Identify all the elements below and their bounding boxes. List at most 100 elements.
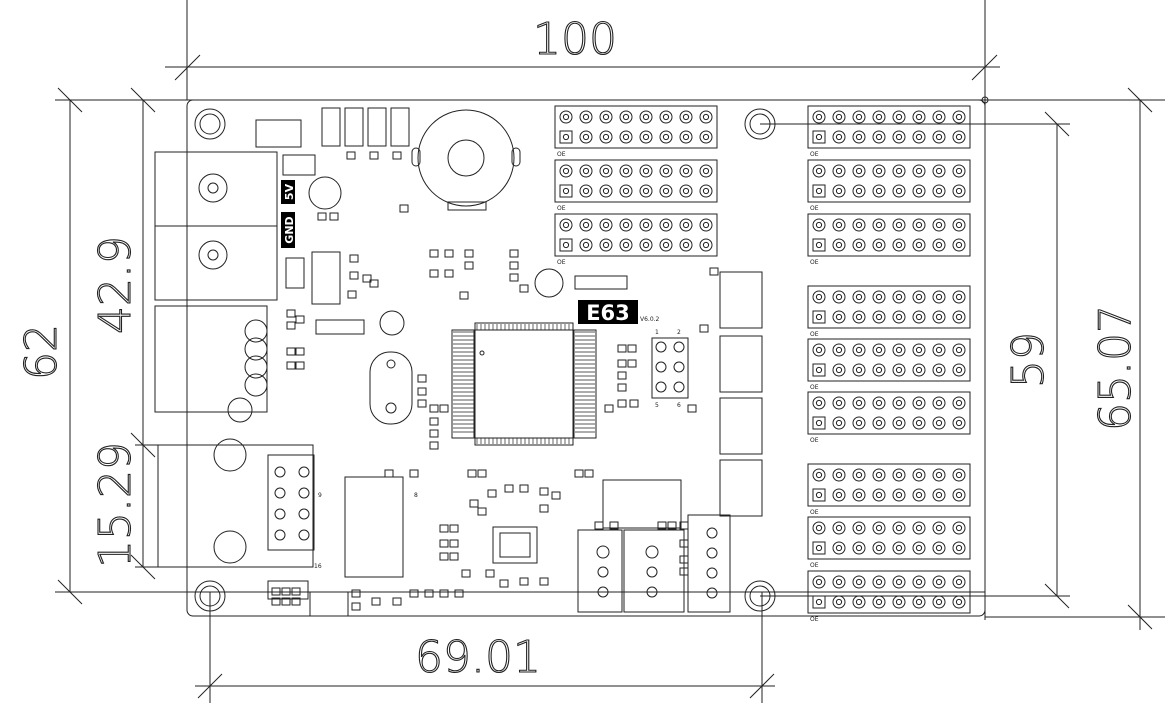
smd-pad [617,359,627,368]
pin-header [807,285,971,329]
smd-pad [449,524,459,533]
pin-header [807,570,971,614]
oe-label: OE [810,437,819,444]
pin-label-16: 16 [314,563,322,570]
smd-pad [539,577,549,586]
pin-header [554,159,718,203]
smd-pad [429,249,439,258]
smd-components [271,151,719,611]
smd-pad [439,404,449,413]
pin-header [554,105,718,149]
smd-pad [281,597,291,606]
smd-pad [687,404,697,413]
smd-pad [627,359,637,368]
smd-pad [417,387,427,396]
pin-header [807,213,971,257]
smd-pad [617,399,627,408]
smd-pad [429,404,439,413]
oe-label: OE [810,151,819,158]
smd-pad [667,521,677,530]
smd-pad [392,597,402,606]
smd-pad [467,469,477,478]
smd-pad [369,279,379,288]
svg-text:GND: GND [283,216,296,243]
smd-pad [392,151,402,160]
dimension-right-outer-height: 65.07 [1090,305,1141,431]
oe-label: OE [810,205,819,212]
dimension-lines [55,0,1165,703]
pin-label-6: 6 [677,402,681,409]
smd-pad [469,499,479,508]
smd-pad [464,261,474,270]
smd-pad [584,469,594,478]
smd-pad [429,269,439,278]
smd-pad [499,579,509,588]
header-pins-top [321,107,410,147]
smd-pad [519,577,529,586]
pin-header [807,105,971,149]
smd-pad [291,587,301,596]
oe-label: OE [557,151,566,158]
smd-pad [449,539,459,548]
pin-header [807,338,971,382]
smd-pad [439,524,449,533]
smd-pad [487,489,497,498]
smd-pad [409,469,419,478]
smd-pad [509,249,519,258]
smd-pad [699,324,709,333]
smd-pad [464,249,474,258]
dimension-top-width: 100 [533,14,617,65]
dimension-left-inner-height: 42.9 [90,236,141,334]
oe-label: OE [810,562,819,569]
smd-pad [679,555,689,564]
smd-pad [329,212,339,221]
smd-pad [429,429,439,438]
oe-label: OE [810,384,819,391]
pin-header-array [554,105,971,614]
smd-pad [604,404,614,413]
dimension-bottom-width: 69.01 [415,632,541,683]
pin-header [807,391,971,435]
label-model: E63 [578,300,638,325]
smd-pad [369,151,379,160]
smd-pad [295,315,305,324]
smd-pad [594,521,604,530]
smd-pad [295,361,305,370]
mounting-holes [194,108,776,612]
smd-pad [461,569,471,578]
dimension-left-lower-height: 15.29 [90,442,141,568]
smd-pad [454,589,464,598]
pin-label-2: 2 [677,329,681,336]
smd-pad [574,469,584,478]
smd-pad [281,587,291,596]
smd-pad [459,291,469,300]
smd-pad [539,504,549,513]
smd-pad [384,469,394,478]
smd-pad [449,552,459,561]
oe-label: OE [810,509,819,516]
smd-pad [346,151,356,160]
smd-pad [617,371,627,380]
smd-pad [286,347,296,356]
smd-pad [539,487,549,496]
smd-pad [286,361,296,370]
smd-pad [477,469,487,478]
smd-pad [519,284,529,293]
qfp-pins [453,324,595,444]
smd-pad [551,491,561,500]
dimension-right-inner-height: 59 [1003,332,1054,388]
smd-pad [617,344,627,353]
smd-pad [271,587,281,596]
smd-pad [347,290,357,299]
label-version: V6.0.2 [640,316,660,323]
pin-header [554,213,718,257]
smd-pad [519,484,529,493]
dimension-left-outer-height: 62 [16,324,67,380]
smd-pad [429,417,439,426]
oe-label: OE [557,259,566,266]
smd-pad [609,521,619,530]
oe-label: OE [557,205,566,212]
smd-pad [424,589,434,598]
